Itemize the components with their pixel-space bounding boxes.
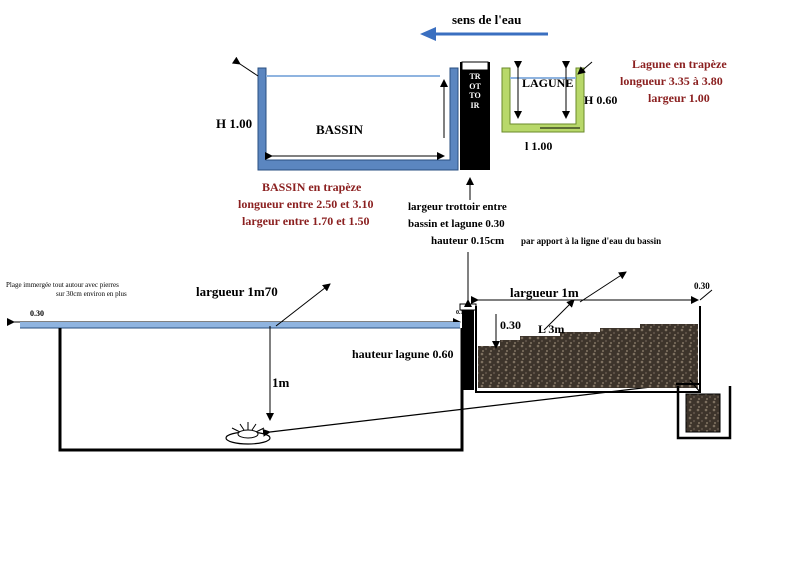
right-edge-dim: 0.30 (694, 281, 710, 291)
basin-note-width: largeur entre 1.70 et 1.50 (242, 214, 370, 228)
walkway-top-view (460, 61, 490, 170)
walkway-section (459, 252, 477, 390)
basin-section (7, 283, 677, 452)
pump-icon (225, 422, 271, 445)
basin-note-length: longueur entre 2.50 et 3.10 (238, 197, 374, 211)
lagoon-width-dim: largueur 1m (510, 285, 579, 300)
lagoon-height-dim: hauteur lagune 0.60 (352, 347, 454, 361)
lagoon-label: LAGUNE (522, 76, 574, 90)
lagoon-length-dim: L 3m (538, 322, 565, 336)
beach-note-1: Plage immergée tout autour avec pierres (6, 281, 119, 289)
lagoon-depth-dim: 0.30 (500, 318, 521, 332)
flow-direction-label: sens de l'eau (452, 12, 522, 27)
basin-top-view (231, 56, 459, 171)
lagoon-top-view (501, 61, 593, 133)
basin-height-label: H 1.00 (216, 116, 253, 131)
lagoon-note-title: Lagune en trapèze (632, 57, 727, 71)
walkway-vertical-label: TROTTOIR (469, 72, 481, 110)
lagoon-height-label: H 0.60 (584, 93, 618, 107)
walkway-note-height-ref: par apport à la ligne d'eau du bassin (521, 236, 662, 246)
wall-height-dim: 0.15 (456, 310, 467, 316)
lagoon-note-width: largeur 1.00 (648, 91, 710, 105)
lagoon-length-label: l 1.00 (525, 139, 553, 153)
left-edge-dim: 0.30 (30, 309, 44, 318)
basin-note-title: BASSIN en trapèze (262, 180, 362, 194)
pump-tank (676, 379, 732, 440)
walkway-note-2: bassin et lagune 0.30 (408, 218, 505, 230)
lagoon-note-length: longueur 3.35 à 3.80 (620, 74, 723, 88)
basin-label: BASSIN (316, 122, 363, 137)
basin-width-dim: largueur 1m70 (196, 284, 278, 299)
beach-note-2: sur 30cm environ en plus (56, 290, 127, 298)
walkway-note-1: largeur trottoir entre (408, 201, 507, 213)
walkway-note-height: hauteur 0.15cm (431, 235, 505, 247)
basin-depth-dim: 1m (272, 375, 290, 390)
flow-arrow (420, 27, 548, 41)
lagoon-section (471, 271, 713, 393)
